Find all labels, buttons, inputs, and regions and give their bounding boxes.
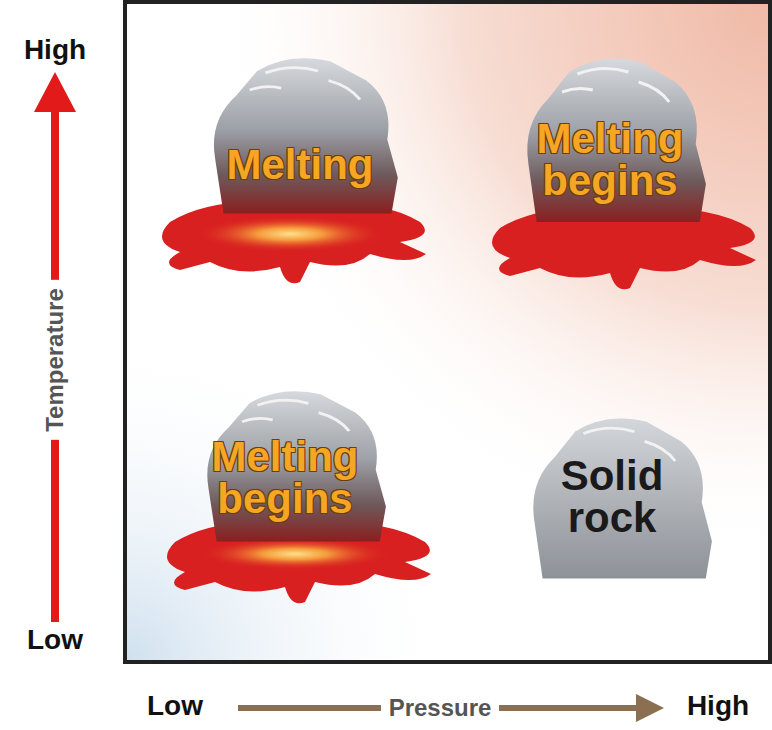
rock-highlight [250,68,360,100]
frame-warm-glow [125,2,770,662]
rock-label-box: Melting [180,140,420,190]
rock-state-label: Solid rock [521,455,703,539]
rock-state-label: Melting begins [494,118,726,202]
temperature-arrow-head [34,72,76,112]
magma-glow [200,538,390,570]
axis-label: Temperature [39,280,71,440]
axis-label: High [24,34,86,66]
rock-state-label: Melting begins [169,436,401,520]
magma-glow [195,216,385,252]
rock-state-label: Melting [184,144,416,186]
rock-label-box: Solid rock [517,451,707,543]
frame-border [125,2,770,662]
rock-highlight [242,400,349,431]
rock-label-box: Melting begins [165,432,405,524]
axis-label: Low [147,690,203,722]
axis-label: Low [27,624,83,656]
rock-illustration [214,58,398,213]
axis-label: Pressure [381,692,500,724]
axis-label: High [687,690,749,722]
frame-ground [125,2,770,662]
frame-cool-glow [125,2,770,662]
rock-body [214,58,398,213]
pressure-arrow-head [636,694,664,722]
rock-highlight [562,68,669,102]
rock-label-box: Melting begins [490,114,730,206]
